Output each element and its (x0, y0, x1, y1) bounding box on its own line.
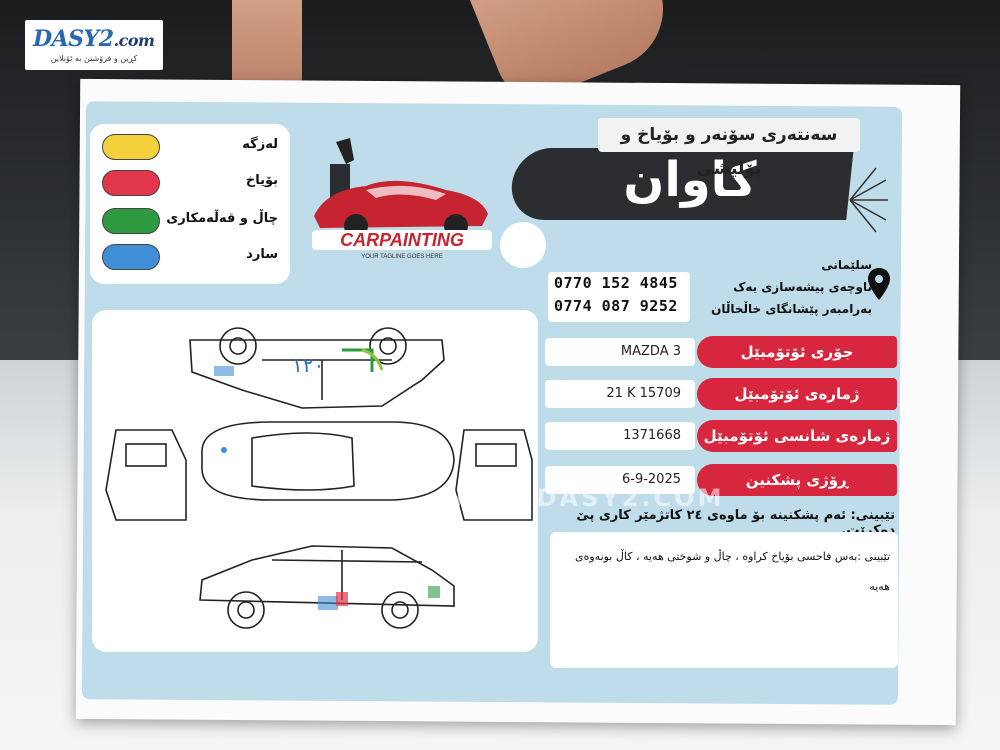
damage-mark-blue (221, 447, 227, 453)
car-type-value: MAZDA 3 (545, 338, 695, 366)
damage-mark-red (336, 592, 348, 606)
car-front-view (105, 429, 187, 521)
wheel-icon (369, 327, 407, 365)
damage-mark-green (342, 348, 374, 372)
legend-item: لەزگە (102, 134, 282, 160)
damage-mark-blue (318, 596, 338, 610)
chassis-label: ژمارەی شانسی ئۆتۆمبێل (697, 420, 897, 452)
car-damage-diagram: ١٢٠ (92, 310, 538, 652)
wheel-icon (381, 591, 419, 629)
legend-swatch (102, 134, 160, 160)
note-line-1: تێبینی :بەس فاحسی بۆیاخ کراوە ، چاڵ و شو… (574, 550, 890, 563)
logo-tagline-text: YOUR TAGLINE GOES HERE (361, 254, 442, 260)
phone-box: 0770 152 4845 0774 087 9252 (548, 272, 690, 322)
logo-domain: .com (113, 31, 155, 50)
legend-item: سارد (102, 244, 282, 270)
legend-label: چاڵ و قەڵەمکاری (166, 211, 278, 226)
inspection-date-value: 6-9-2025 (545, 466, 695, 494)
legend-swatch (102, 244, 160, 270)
car-rear-view (455, 429, 533, 521)
car-painting-logo: CARPAINTING YOUR TAGLINE GOES HERE (312, 138, 492, 260)
inspection-date-label: ڕۆژی پشکنین (697, 464, 897, 496)
damage-mark-blue (214, 366, 234, 376)
car-outline-views: ١٢٠ (105, 327, 533, 629)
site-watermark: WWW.DASY2.COM (438, 484, 725, 512)
starburst-icon (849, 167, 888, 233)
phone-number: 0774 087 9252 (554, 297, 678, 315)
shop-title: کاوان (623, 152, 757, 208)
field-row-chassis: 1371668 ژمارەی شانسی ئۆتۆمبێل (545, 420, 897, 452)
car-side-view-bottom (199, 545, 455, 607)
car-side-view-top (189, 339, 445, 409)
wheel-icon (219, 327, 257, 365)
car-type-label: جۆری ئۆتۆمبێل (697, 336, 897, 368)
legend-item: بۆیاخ (102, 170, 282, 196)
plate-label: ژمارەی ئۆتۆمبێل (697, 378, 897, 410)
chassis-value: 1371668 (545, 422, 695, 450)
wheel-icon (227, 591, 265, 629)
address-area: ناوچەی پیشەسازی یەک (733, 280, 872, 294)
note-line-2: هەیە (869, 580, 890, 593)
logo-tagline: کڕین و فرۆشتن بە ئۆنلاین (50, 54, 138, 63)
phone-number: 0770 152 4845 (554, 274, 678, 292)
damage-mark-green (428, 586, 440, 598)
legend-label: بۆیاخ (245, 173, 278, 188)
logo-brand: DASY2 (33, 26, 114, 52)
color-legend: لەزگە بۆیاخ چاڵ و قەڵەمکاری سارد (90, 124, 290, 284)
white-circle-decor (500, 222, 546, 268)
logo-main-text: CARPAINTING (340, 230, 464, 250)
shop-subtitle: سەنتەری سۆنەر و بۆیاخ و پۆلیشی (598, 118, 860, 179)
legend-swatch (102, 170, 160, 196)
field-row-car-type: MAZDA 3 جۆری ئۆتۆمبێل (545, 336, 897, 368)
location-pin-icon (868, 268, 890, 300)
car-top-view (201, 421, 455, 501)
dasy2-logo: DASY2.com کڕین و فرۆشتن بە ئۆنلاین (25, 20, 163, 70)
logo-text-band (312, 230, 492, 250)
address-landmark: بەرامبەر پێشانگای خاڵخاڵان (711, 302, 872, 316)
damage-mark-green (361, 348, 384, 371)
car-highlight (366, 185, 446, 200)
legend-label: سارد (246, 247, 278, 262)
legend-label: لەزگە (242, 137, 278, 152)
field-row-plate: 21 K 15709 ژمارەی ئۆتۆمبێل (545, 378, 897, 410)
legend-swatch (102, 208, 160, 234)
address-city: سلێمانی (821, 258, 872, 272)
notes-content: تێبینی :بەس فاحسی بۆیاخ کراوە ، چاڵ و شو… (560, 542, 890, 602)
legend-item: چاڵ و قەڵەمکاری (102, 208, 282, 234)
plate-value: 21 K 15709 (545, 380, 695, 408)
field-row-date: 6-9-2025 ڕۆژی پشکنین (545, 464, 897, 496)
diagram-mark: ١٢٠ (292, 355, 324, 377)
spray-gun-icon (336, 138, 354, 164)
notes-box: تێبینی :بەس فاحسی بۆیاخ کراوە ، چاڵ و شو… (550, 532, 898, 668)
